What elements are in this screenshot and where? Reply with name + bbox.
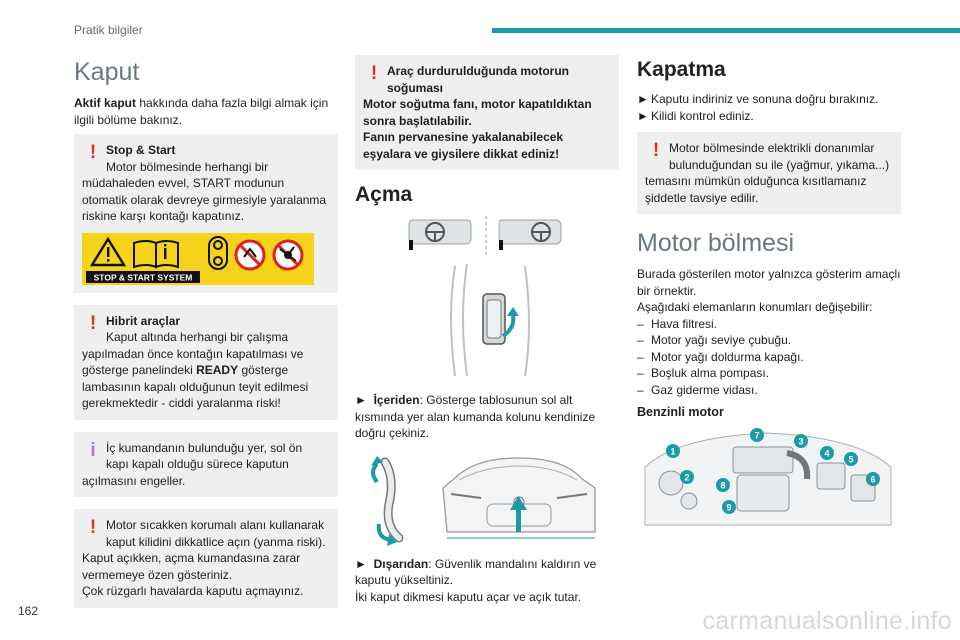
svg-text:8: 8 xyxy=(720,480,725,490)
column-closing-engine: Kapatma ►Kaputu indiriniz ve sonuna doğr… xyxy=(637,55,901,527)
step-outside: ► Dışarıdan: Güvenlik mandalını kaldırın… xyxy=(355,556,597,604)
triangle-warning-icon xyxy=(89,236,127,266)
info-mark-icon: i xyxy=(90,439,96,461)
callout-7: 7 xyxy=(750,427,764,442)
list-item: –Gaz giderme vidası. xyxy=(637,382,758,397)
warning-box-hybrid: ! Hibrit araçlar Kaput altında herhangi … xyxy=(74,304,338,420)
callout-1: 1 xyxy=(666,443,680,458)
stop-start-warning-label: STOP & START SYSTEM xyxy=(82,232,330,285)
no-hands-icon xyxy=(234,239,266,270)
list-item: –Motor yağı seviye çubuğu. xyxy=(637,333,792,347)
warning-box-engine-cooling: ! Araç durdurulduğunda motorun soğuması … xyxy=(355,55,619,170)
callout-8: 8 xyxy=(716,477,730,492)
site-watermark: carmanualsonline.info xyxy=(702,607,952,635)
warning-exclamation-icon: ! xyxy=(89,312,97,334)
closing-steps: ►Kaputu indiriniz ve sonuna doğru bırakı… xyxy=(637,91,901,124)
hood-release-lever-icon xyxy=(482,293,506,345)
callout-2: 2 xyxy=(680,469,694,484)
lift-hood-arrow-icon xyxy=(510,495,527,532)
callout-5: 5 xyxy=(844,451,858,466)
svg-text:5: 5 xyxy=(848,454,853,464)
section-label: Pratik bilgiler xyxy=(74,23,143,37)
page-number: 162 xyxy=(18,604,39,618)
header-accent-rule xyxy=(492,28,960,33)
safety-catch-icon xyxy=(371,455,404,546)
info-box-interior-control: i İç kumandanın bulunduğu yer, sol ön ka… xyxy=(74,431,338,497)
svg-text:4: 4 xyxy=(824,448,829,458)
title-opening: Açma xyxy=(355,183,413,206)
warning-box-hot-engine: ! Motor sıcakken korumalı alanı kullanar… xyxy=(74,509,338,608)
warning-box-stop-start: ! Stop & Start Motor bölmesinde herhangi… xyxy=(74,134,338,293)
illustration-interior-lever xyxy=(355,216,619,384)
list-item: ►Kaputu indiriniz ve sonuna doğru bırakı… xyxy=(637,92,879,106)
box-title: Stop & Start xyxy=(106,143,176,157)
warning-exclamation-icon: ! xyxy=(652,140,660,161)
warning-exclamation-icon: ! xyxy=(89,142,97,163)
hood-intro: Aktif kaput hakkında daha fazla bilgi al… xyxy=(74,96,329,127)
warning-exclamation-icon: ! xyxy=(89,517,97,538)
svg-text:STOP & START SYSTEM: STOP & START SYSTEM xyxy=(94,272,193,282)
column-opening: ! Araç durdurulduğunda motorun soğuması … xyxy=(355,55,619,611)
svg-text:2: 2 xyxy=(684,472,689,482)
callout-9: 9 xyxy=(722,499,736,514)
fan-belt-icon xyxy=(208,235,228,270)
step-inside: ► İçeriden: Gösterge tablosunun sol alt … xyxy=(355,393,596,440)
manual-book-icon xyxy=(133,239,179,268)
svg-text:3: 3 xyxy=(798,436,803,446)
svg-text:9: 9 xyxy=(726,502,731,512)
subtitle-petrol-engine: Benzinli motor xyxy=(637,405,724,419)
list-item: –Motor yağı doldurma kapağı. xyxy=(637,349,804,364)
illustration-exterior-latch xyxy=(355,448,619,548)
list-item: ►Kilidi kontrol ediniz. xyxy=(637,108,754,123)
car-front-icon xyxy=(442,456,596,538)
title-engine-compartment: Motor bölmesi xyxy=(637,229,794,257)
warning-box-water: ! Motor bölmesinde elektrikli donanımlar… xyxy=(637,132,901,214)
column-hood: Kaput Aktif kaput hakkında daha fazla bi… xyxy=(74,55,338,620)
engine-bay-illustration: 1 2 3 4 5 6 7 8 9 xyxy=(637,427,901,527)
box-title: Hibrit araçlar xyxy=(106,313,181,328)
list-item: –Hava filtresi. xyxy=(637,316,718,331)
engine-positions-note: Aşağıdaki elemanların konumları değişebi… xyxy=(637,300,873,314)
title-closing: Kapatma xyxy=(637,58,726,81)
pull-arrow-icon xyxy=(501,307,519,338)
warning-exclamation-icon: ! xyxy=(370,63,378,84)
callout-6: 6 xyxy=(866,471,880,486)
title-hood: Kaput xyxy=(74,58,140,86)
svg-text:1: 1 xyxy=(670,446,675,456)
steering-wheel-right-icon xyxy=(498,219,562,250)
no-fan-icon xyxy=(272,239,304,270)
engine-note: Burada gösterilen motor yalnızca gösteri… xyxy=(637,267,901,298)
callout-4: 4 xyxy=(820,445,834,460)
steering-wheel-left-icon xyxy=(408,219,472,250)
engine-items-list: –Hava filtresi. –Motor yağı seviye çubuğ… xyxy=(637,316,901,399)
svg-text:6: 6 xyxy=(870,474,875,484)
svg-text:7: 7 xyxy=(754,430,759,440)
list-item: –Boşluk alma pompası. xyxy=(637,366,770,380)
callout-3: 3 xyxy=(794,433,808,448)
